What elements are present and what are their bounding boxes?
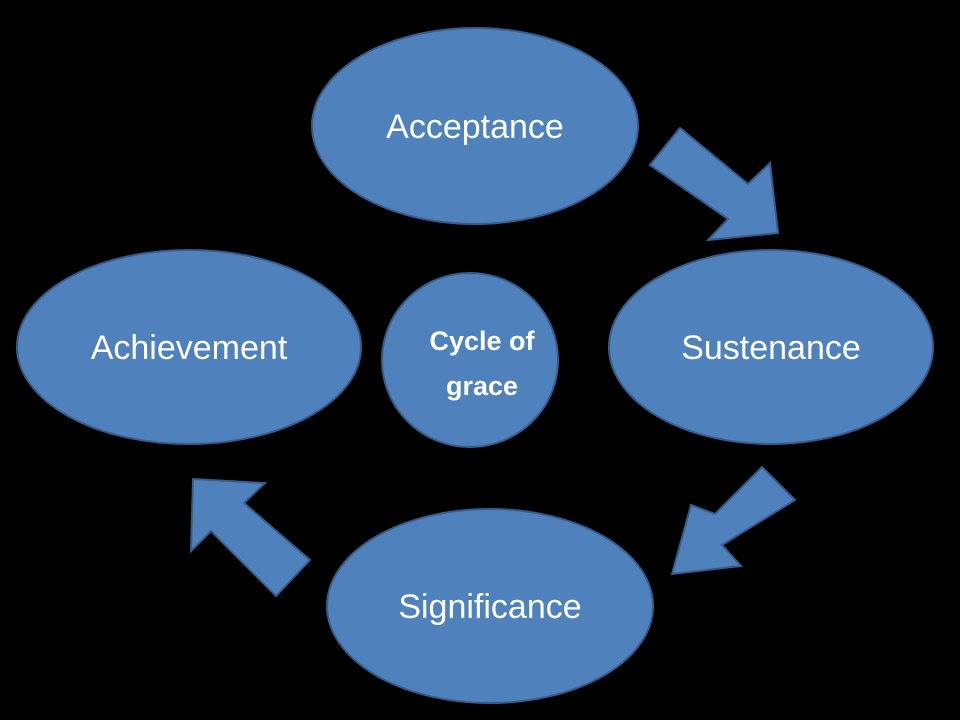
node-significance: Significance bbox=[326, 508, 654, 704]
node-significance-shape bbox=[326, 508, 654, 704]
node-acceptance-shape bbox=[311, 27, 639, 225]
node-center: Cycle of grace bbox=[381, 272, 559, 448]
arrow-significance-to-achievement bbox=[189, 477, 312, 598]
node-sustenance-shape bbox=[608, 249, 934, 445]
node-center-label-line1: Cycle of bbox=[429, 326, 535, 356]
node-achievement: Achievement bbox=[16, 249, 362, 445]
arrow-sustenance-to-significance bbox=[670, 465, 797, 576]
node-achievement-shape bbox=[16, 249, 362, 445]
arrow-acceptance-to-sustenance bbox=[648, 126, 780, 242]
node-center-shape bbox=[381, 272, 559, 448]
node-center-label-line2: grace bbox=[446, 371, 518, 401]
node-achievement-label: Achievement bbox=[91, 329, 288, 367]
node-acceptance: Acceptance bbox=[311, 27, 639, 225]
node-acceptance-label: Acceptance bbox=[386, 108, 564, 146]
node-sustenance: Sustenance bbox=[608, 249, 934, 445]
node-significance-label: Significance bbox=[398, 588, 581, 626]
node-sustenance-label: Sustenance bbox=[681, 329, 861, 367]
